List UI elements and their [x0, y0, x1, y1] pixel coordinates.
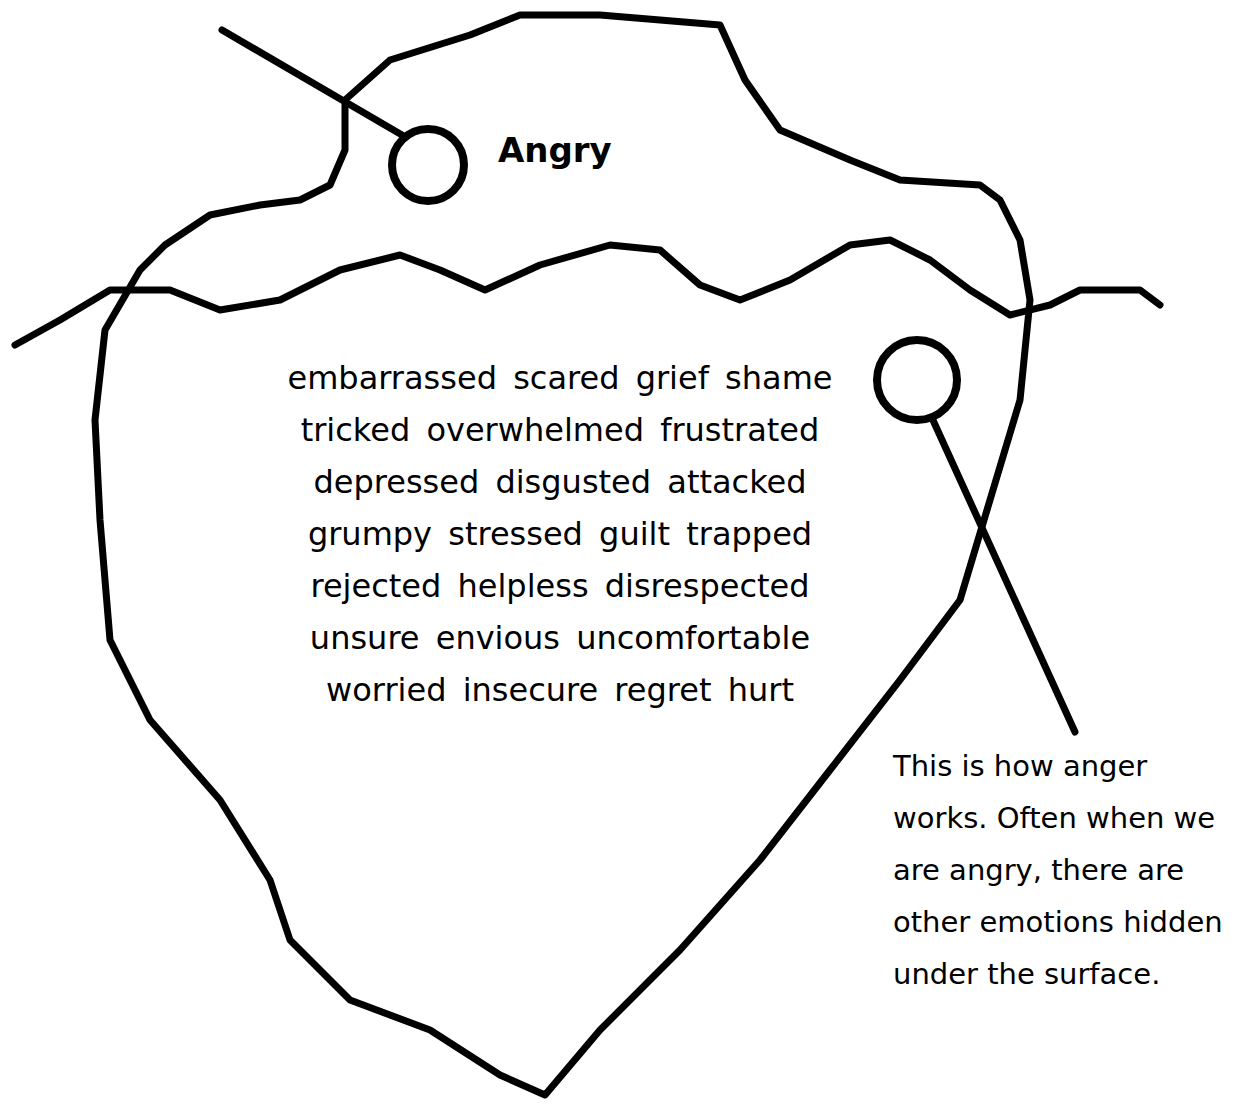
magnifier-lens — [877, 340, 957, 420]
magnifier-handle — [222, 30, 402, 135]
hidden-emotions: embarrassed scared grief shame tricked o… — [250, 352, 870, 716]
explanation-note: This is how anger works. Often when we a… — [893, 740, 1241, 1000]
water-line — [15, 240, 1160, 345]
magnifier-lens — [392, 129, 464, 201]
iceberg-outline-path — [95, 15, 1030, 1095]
surface-emotion: Angry — [498, 130, 612, 170]
